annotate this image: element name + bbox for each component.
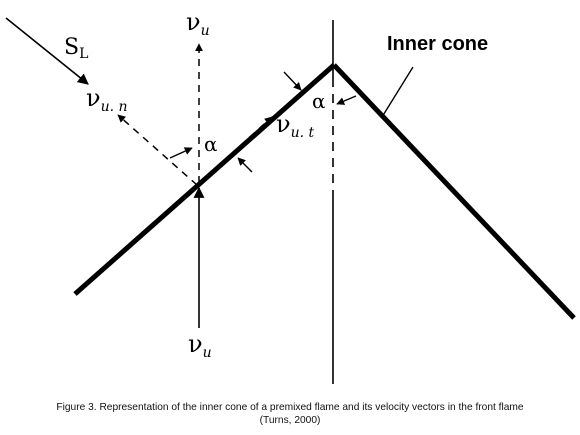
alpha-arrow-left xyxy=(169,147,193,159)
sl-arrow xyxy=(5,17,89,85)
vun-arrow-dashed xyxy=(117,114,198,186)
alpha-label-left: α xyxy=(204,132,218,156)
caption-line-2: (Turns, 2000) xyxy=(259,415,321,426)
flame-cone-diagram: SL νu νu. n νu. t νu α α Inner cone xyxy=(5,8,576,384)
vu-bottom-label: νu xyxy=(188,330,212,361)
inner-cone-leader xyxy=(381,66,414,118)
flame-front-left xyxy=(73,63,336,296)
thickness-arrow-bottom xyxy=(237,157,253,173)
thickness-arrow-top xyxy=(283,71,302,91)
vut-arrow-dashed xyxy=(200,116,273,182)
vut-label: νu. t xyxy=(276,110,315,141)
alpha-label-right: α xyxy=(312,89,326,113)
figure-caption: Figure 3. Representation of the inner co… xyxy=(0,401,580,427)
flame-front-right xyxy=(332,63,576,320)
vu-top-label: νu xyxy=(186,8,210,39)
vun-label: νu. n xyxy=(86,84,128,115)
sl-label: SL xyxy=(64,35,88,62)
inner-cone-label: Inner cone xyxy=(387,33,488,55)
caption-line-1: Figure 3. Representation of the inner co… xyxy=(56,402,524,413)
alpha-arrow-right xyxy=(336,95,357,105)
